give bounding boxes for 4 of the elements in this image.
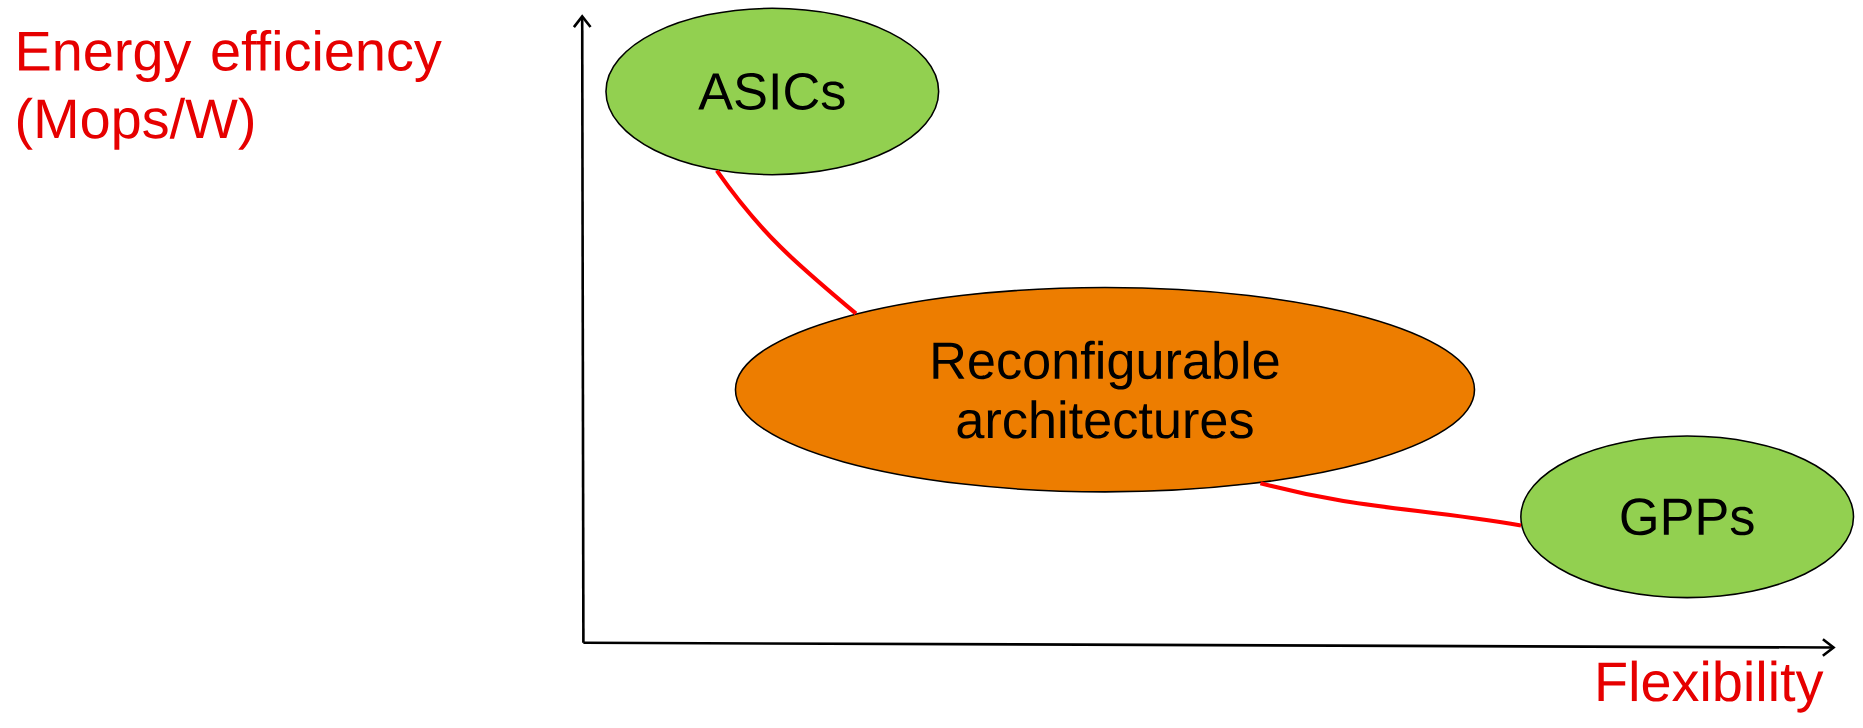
y-axis-label: Energy efficiency (Mops/W) — [17, 29, 442, 150]
x-axis-label: Flexibility — [1598, 660, 1824, 713]
curve — [1259, 480, 1522, 528]
curve — [715, 169, 858, 315]
